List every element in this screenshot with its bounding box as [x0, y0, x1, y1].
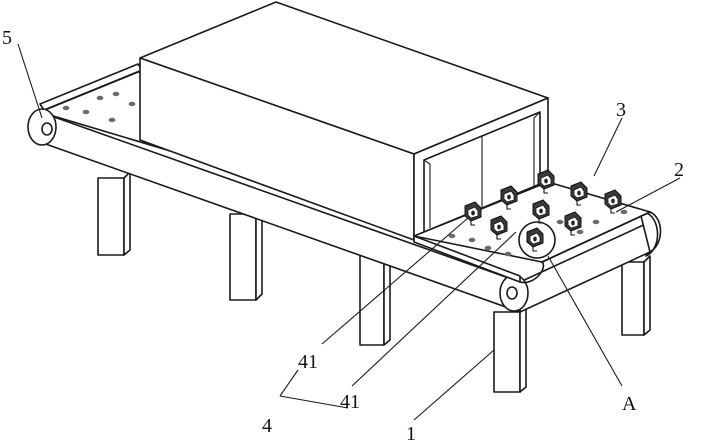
- clamp-fixture: [604, 189, 622, 214]
- clamp-fixture: [490, 215, 508, 240]
- housing-box: [139, 1, 549, 241]
- leg-front-right: [621, 261, 645, 336]
- clamp-fixture: [570, 181, 588, 206]
- leader-lines: [17, 43, 681, 421]
- clamp-fixtures: [464, 169, 622, 252]
- label-1: 1: [406, 423, 416, 445]
- clamp-fixture: [537, 169, 555, 194]
- clamp-fixture: [526, 227, 544, 252]
- clamp-fixture: [500, 185, 518, 210]
- label-3: 3: [616, 99, 626, 121]
- label-41-lower: 41: [340, 391, 360, 413]
- reference-labels: 5 3 2 41 41 4 1 A: [2, 27, 684, 445]
- label-41-upper: 41: [298, 351, 318, 373]
- label-5: 5: [2, 27, 12, 49]
- clamp-fixture: [564, 211, 582, 236]
- leg-back-mid2: [359, 253, 385, 346]
- clamp-fixture: [532, 199, 550, 224]
- label-2: 2: [674, 159, 684, 181]
- label-4: 4: [262, 415, 272, 437]
- leg-back-mid1: [229, 213, 257, 301]
- detail-circle-A: [518, 221, 556, 259]
- clamp-fixture: [464, 201, 482, 226]
- leg-front: [493, 311, 521, 393]
- label-A: A: [622, 393, 637, 415]
- leg-back-left: [97, 177, 125, 256]
